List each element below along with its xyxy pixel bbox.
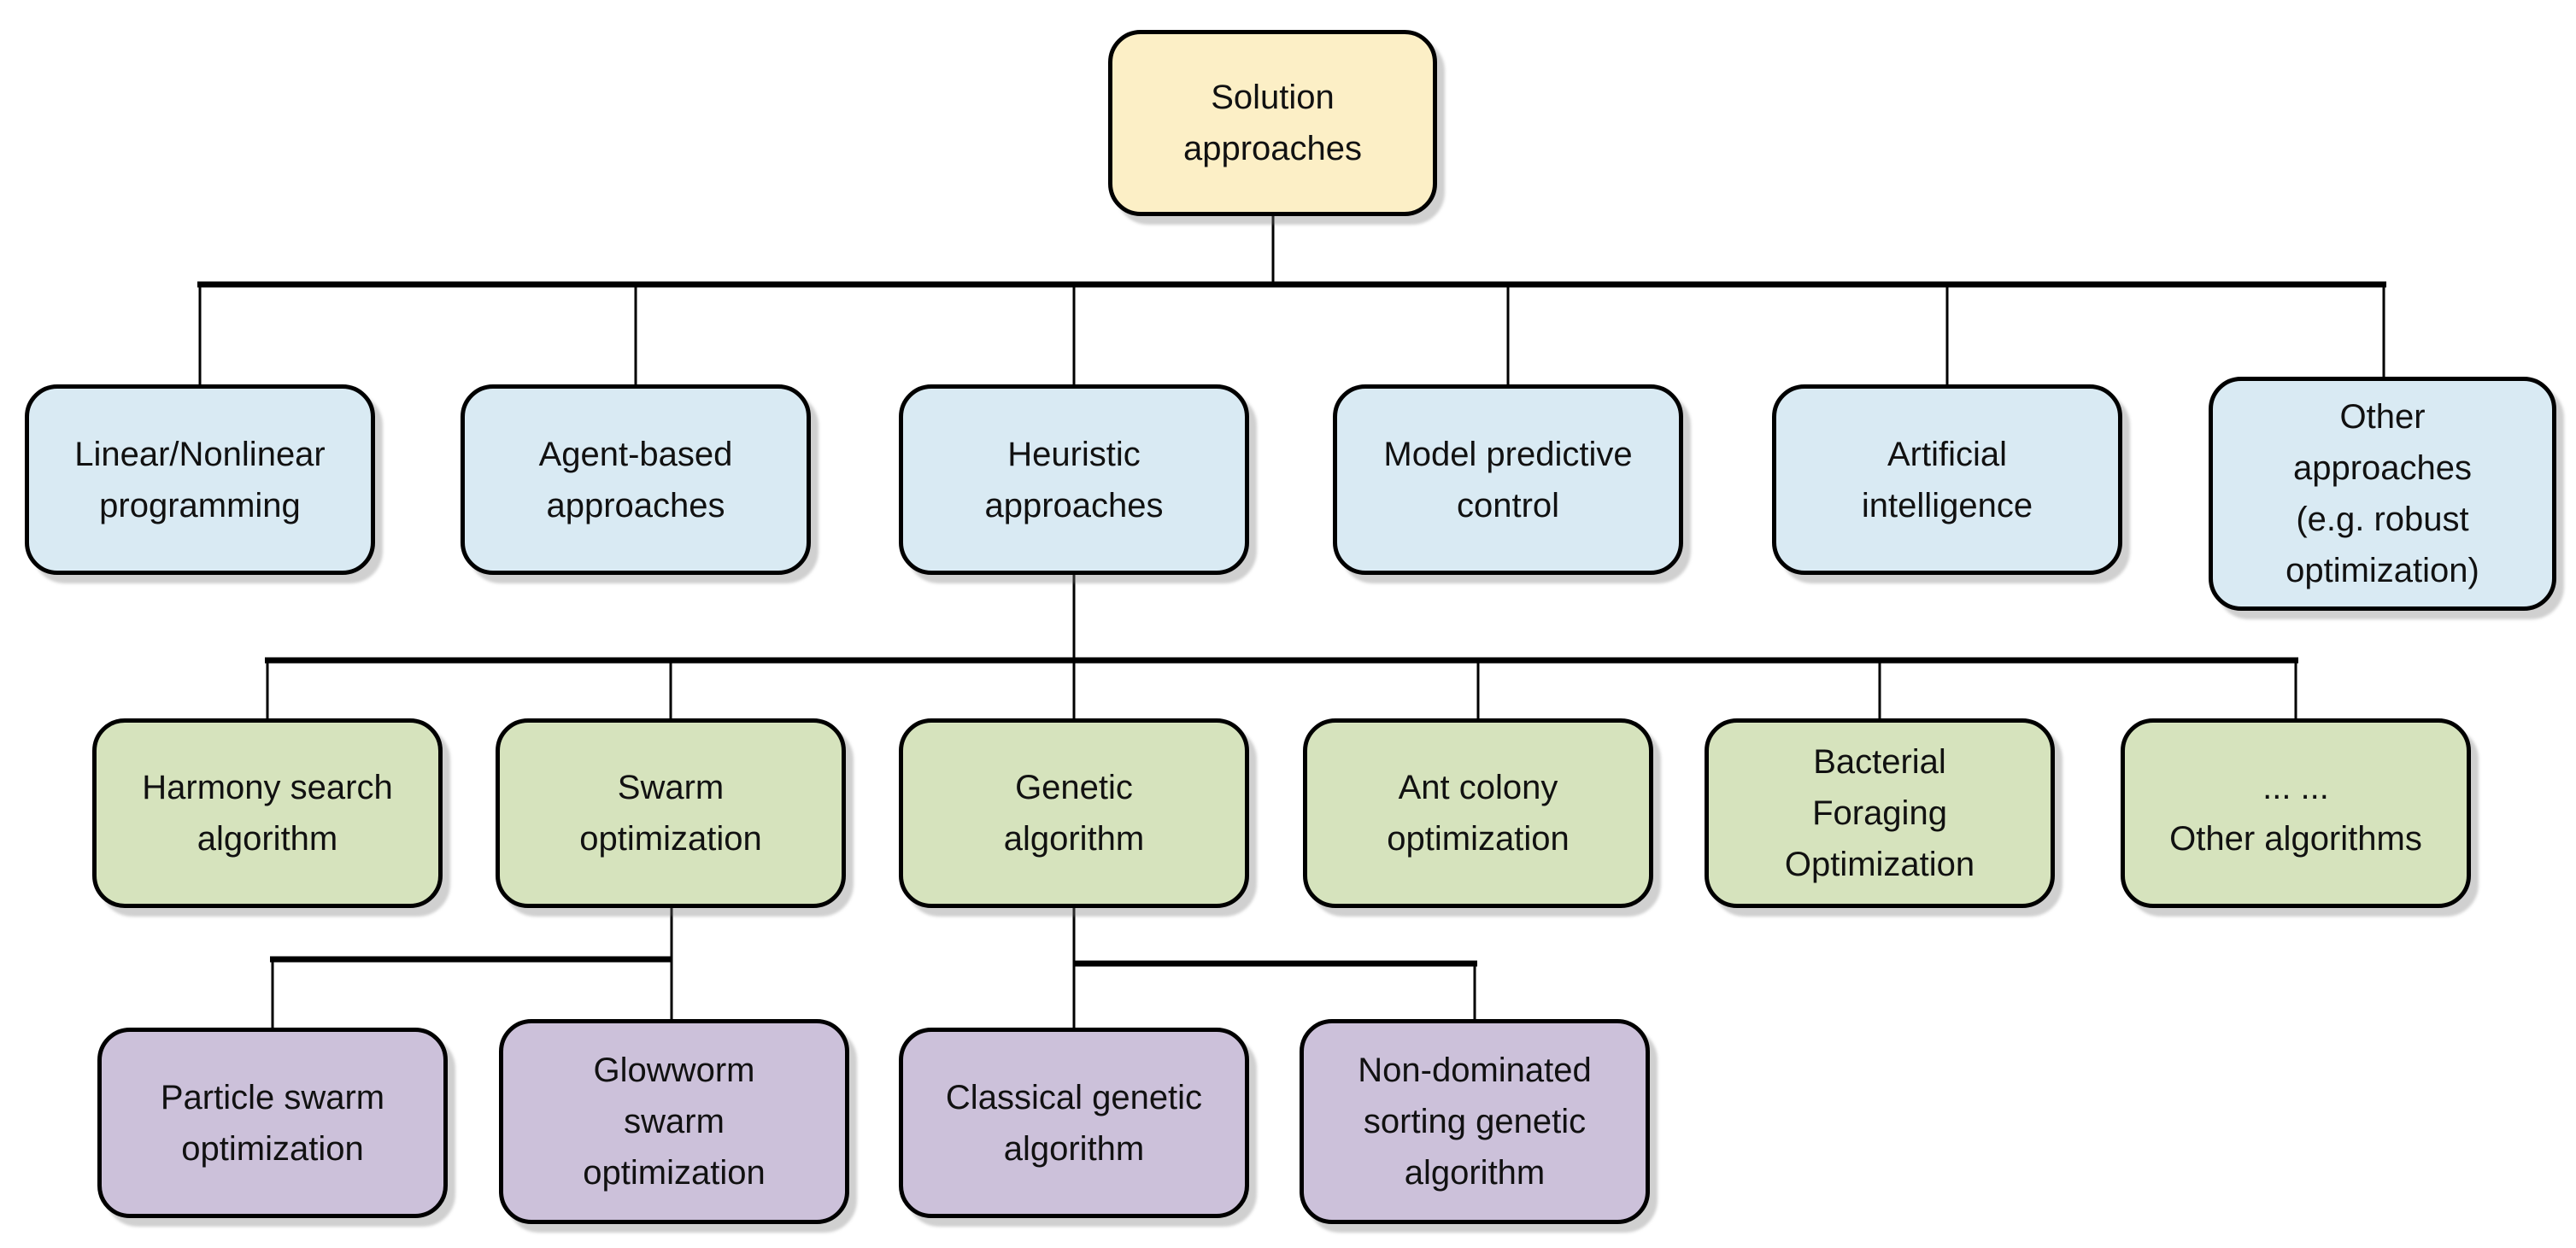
node-bacterial-foraging-optimization: Bacterial Foraging Optimization xyxy=(1705,718,2055,908)
node-solution-approaches: Solution approaches xyxy=(1108,30,1437,216)
node-agent-based-approaches: Agent-based approaches xyxy=(461,384,811,575)
node-glowworm-swarm-optimization: Glowworm swarm optimization xyxy=(499,1019,849,1224)
node-ant-colony-optimization: Ant colony optimization xyxy=(1303,718,1653,908)
node-swarm-optimization: Swarm optimization xyxy=(496,718,846,908)
node-genetic-algorithm: Genetic algorithm xyxy=(899,718,1249,908)
node-harmony-search-algorithm: Harmony search algorithm xyxy=(92,718,443,908)
node-classical-genetic-algorithm: Classical genetic algorithm xyxy=(899,1028,1249,1218)
node-artificial-intelligence: Artificial intelligence xyxy=(1772,384,2122,575)
node-linear-nonlinear-programming: Linear/Nonlinear programming xyxy=(25,384,375,575)
node-model-predictive-control: Model predictive control xyxy=(1333,384,1683,575)
node-particle-swarm-optimization: Particle swarm optimization xyxy=(97,1028,448,1218)
node-non-dominated-sorting-genetic-algorithm: Non-dominated sorting genetic algorithm xyxy=(1300,1019,1650,1224)
node-other-approaches: Other approaches (e.g. robust optimizati… xyxy=(2209,377,2556,611)
node-other-algorithms: ... ... Other algorithms xyxy=(2121,718,2471,908)
node-heuristic-approaches: Heuristic approaches xyxy=(899,384,1249,575)
